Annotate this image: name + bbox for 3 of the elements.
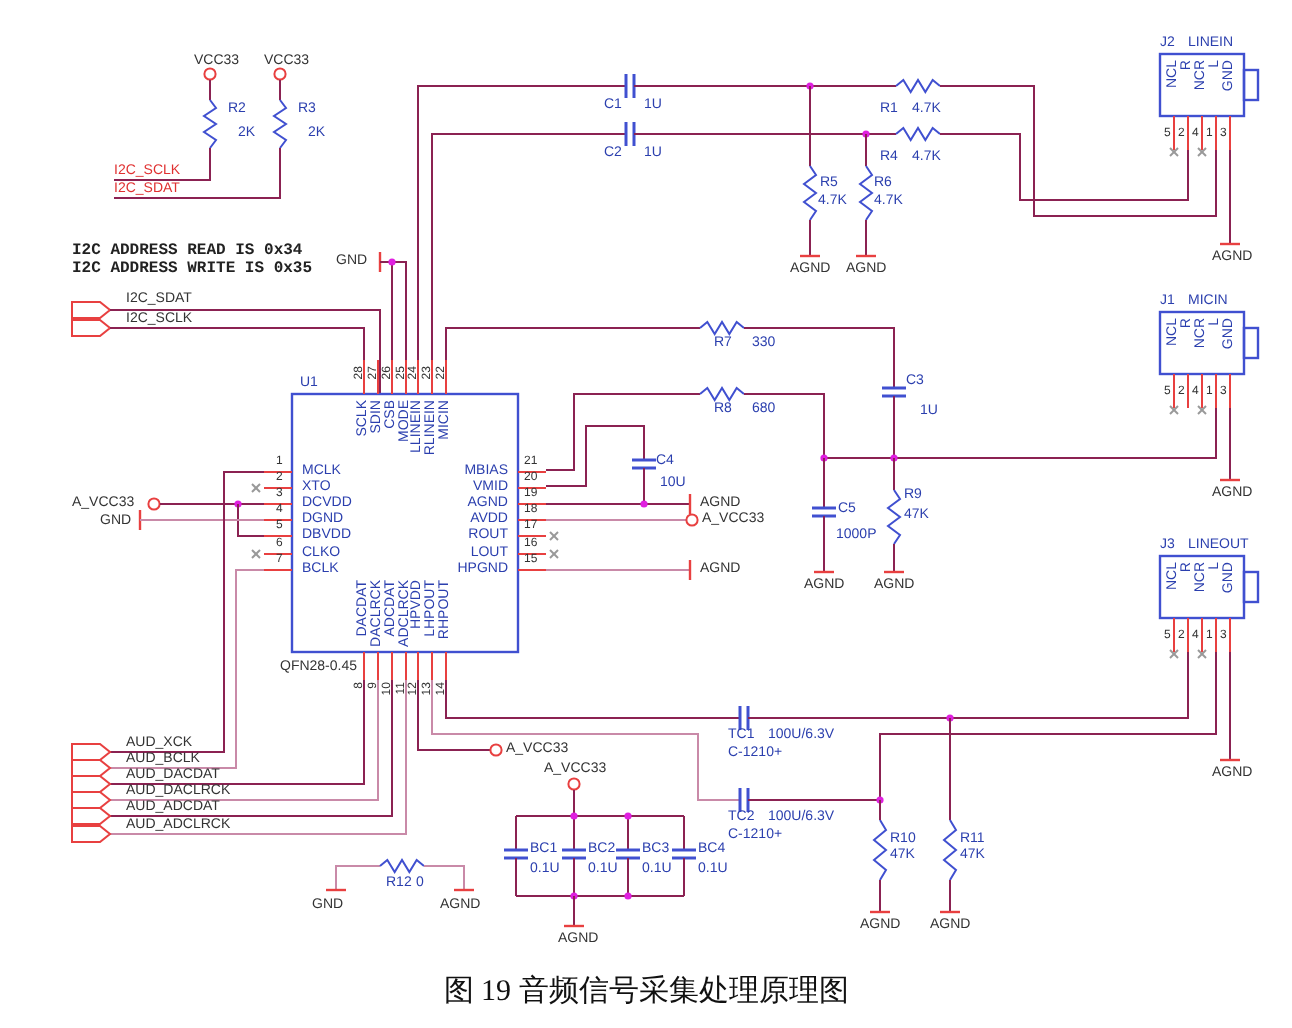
note-text: I2C ADDRESS READ IS 0x34	[72, 244, 303, 260]
note-text: I2C ADDRESS WRITE IS 0x35	[72, 262, 313, 278]
caption: 图 19 音频信号采集处理原理图	[441, 972, 851, 1010]
